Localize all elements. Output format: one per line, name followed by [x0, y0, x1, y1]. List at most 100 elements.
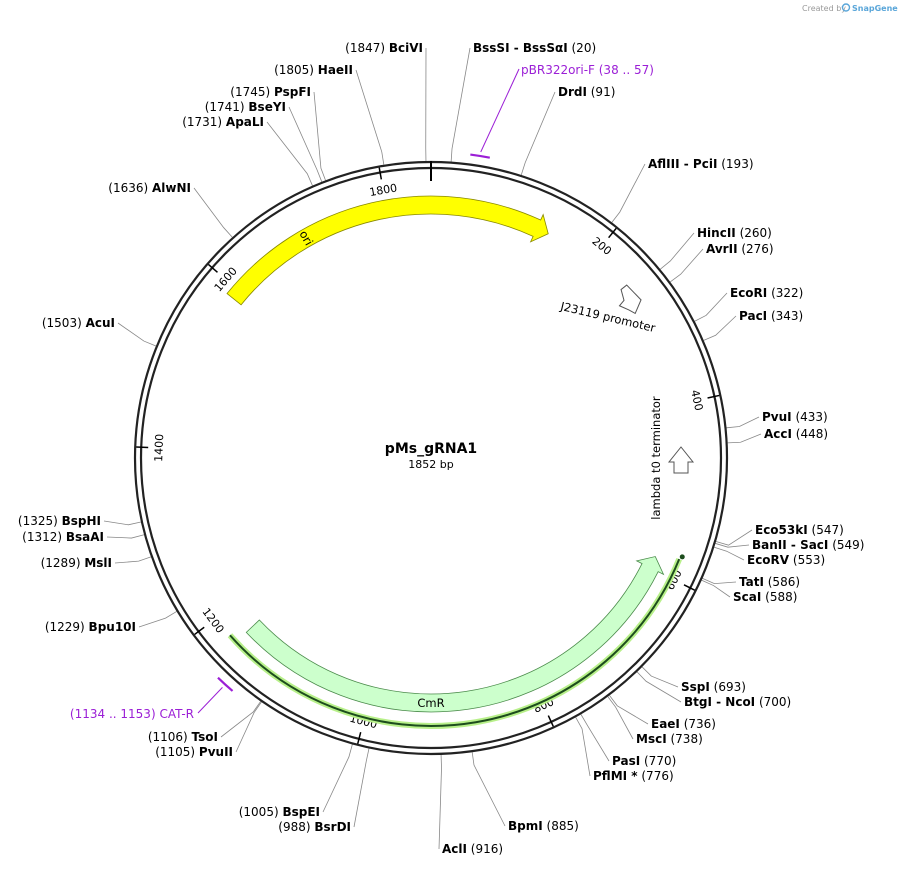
primer-cat-r-bar[interactable] — [217, 676, 234, 692]
site-label-banii[interactable]: BanII - SacI (549) — [752, 538, 864, 552]
site-label-bpu10i[interactable]: (1229) Bpu10I — [45, 620, 136, 634]
site-enzyme-name: HincII — [697, 226, 736, 240]
site-label-drdi[interactable]: DrdI (91) — [558, 85, 615, 99]
site-enzyme-name: BssSI — [473, 41, 510, 55]
site-leader-line — [669, 248, 704, 283]
site-label-ecorv[interactable]: EcoRV (553) — [747, 553, 825, 567]
site-label-acli[interactable]: AclI (916) — [442, 842, 503, 856]
site-position: (776) — [638, 769, 674, 783]
site-label-sspi[interactable]: SspI (693) — [681, 680, 746, 694]
site-label-eaei[interactable]: EaeI (736) — [651, 717, 716, 731]
site-label-pflmi[interactable]: PflMI * (776) — [593, 769, 674, 783]
site-position: (20) — [568, 41, 596, 55]
site-enzyme-name: BseYI — [248, 100, 286, 114]
site-position: (588) — [761, 590, 797, 604]
site-label-tati[interactable]: TatI (586) — [739, 575, 800, 589]
site-enzyme-name: EcoRI — [730, 286, 767, 300]
site-enzyme-name: HaeII — [318, 63, 353, 77]
snapgene-logo-icon — [841, 3, 851, 12]
site-label-pspfi[interactable]: (1745) PspFI — [230, 85, 311, 99]
site-label-bseyi[interactable]: (1741) BseYI — [205, 100, 286, 114]
scale-tick-label: 1400 — [152, 434, 166, 462]
site-leader-line — [450, 47, 471, 162]
primer-pbr322ori-f-label[interactable]: pBR322ori-F (38 .. 57) — [521, 63, 654, 77]
site-position: (343) — [767, 309, 803, 323]
site-label-apali[interactable]: (1731) ApaLI — [182, 115, 264, 129]
site-label-bcivi[interactable]: (1847) BciVI — [345, 41, 423, 55]
site-label-tsoi[interactable]: (1106) TsoI — [148, 730, 218, 744]
site-enzyme-name: PflMI * — [593, 769, 638, 783]
site-leader-line — [322, 744, 353, 813]
site-label-pvui[interactable]: PvuI (433) — [762, 410, 828, 424]
site-label-ecori[interactable]: EcoRI (322) — [730, 286, 803, 300]
site-enzyme-name: SspI — [681, 680, 710, 694]
site-enzyme-name: PvuII — [199, 745, 233, 759]
site-position: (549) — [828, 538, 864, 552]
site-leader-line — [471, 752, 506, 827]
site-label-bsphi[interactable]: (1325) BspHI — [18, 514, 101, 528]
site-label-bsaai[interactable]: (1312) BsaAI — [22, 530, 104, 544]
site-label-btgi[interactable]: BtgI - NcoI (700) — [684, 695, 791, 709]
site-enzyme-name: PciI — [693, 157, 718, 171]
site-label-bsssi[interactable]: BssSI - BssSαI (20) — [473, 41, 596, 55]
site-enzyme-name: TatI — [739, 575, 764, 589]
site-leader-line — [607, 696, 634, 740]
site-label-scai[interactable]: ScaI (588) — [733, 590, 797, 604]
site-leader-line — [288, 106, 323, 182]
site-leader-line — [103, 520, 142, 526]
site-label-acui[interactable]: (1503) AcuI — [42, 316, 115, 330]
site-label-bspei[interactable]: (1005) BspEI — [239, 805, 320, 819]
site-label-hincii[interactable]: HincII (260) — [697, 226, 772, 240]
site-position: (1636) — [108, 181, 152, 195]
site-label-haeii[interactable]: (1805) HaeII — [274, 63, 353, 77]
site-enzyme-name: NcoI — [725, 695, 755, 709]
site-enzyme-name: BanII — [752, 538, 787, 552]
feature-ori-arrow[interactable] — [226, 195, 549, 306]
site-leader-line — [520, 91, 556, 176]
site-enzyme-name: ScaI — [733, 590, 761, 604]
promoter-label: J23119 promoter — [558, 299, 657, 335]
site-position: (1741) — [205, 100, 249, 114]
site-label-eco53ki[interactable]: Eco53kI (547) — [755, 523, 844, 537]
primer-cat-r-label[interactable]: (1134 .. 1153) CAT-R — [70, 707, 194, 721]
site-label-acci[interactable]: AccI (448) — [764, 427, 828, 441]
scale-tick — [207, 263, 218, 273]
site-position: (1503) — [42, 316, 86, 330]
site-label-alwni[interactable]: (1636) AlwNI — [108, 181, 191, 195]
scale-tick — [608, 227, 617, 239]
promoter-arrow-icon[interactable] — [618, 284, 642, 315]
feature-cmr-arrow[interactable] — [245, 556, 665, 713]
terminator-arrow-icon[interactable] — [667, 446, 695, 474]
site-leader-line — [353, 748, 370, 828]
site-label-msci[interactable]: MscI (738) — [636, 732, 703, 746]
credit-brand[interactable]: SnapGene — [852, 4, 898, 13]
site-position: (770) — [640, 754, 676, 768]
primer-pbr322ori-f-bar[interactable] — [470, 153, 491, 159]
site-label-avrii[interactable]: AvrII (276) — [706, 242, 774, 256]
site-position: (885) — [543, 819, 579, 833]
site-label-pasi[interactable]: PasI (770) — [612, 754, 676, 768]
site-enzyme-name: - — [510, 41, 523, 55]
site-enzyme-name: PvuI — [762, 410, 792, 424]
site-label-bpmi[interactable]: BpmI (885) — [508, 819, 579, 833]
site-position: (1731) — [182, 115, 226, 129]
feature-cmr-label: CmR — [417, 696, 444, 710]
site-leader-line — [660, 232, 695, 270]
site-labels: (1847) BciVI BssSI - BssSαI (20) (1805) Ha… — [18, 41, 865, 856]
site-leader-line — [235, 701, 262, 753]
site-label-bsrdi[interactable]: (988) BsrDI — [278, 820, 351, 834]
site-position: (738) — [667, 732, 703, 746]
scale-tick — [194, 626, 205, 636]
site-enzyme-name: BsrDI — [314, 820, 351, 834]
plasmid-name: pMs_gRNA1 — [385, 441, 477, 457]
backbone — [133, 160, 729, 756]
scale-tick — [547, 715, 554, 727]
primer-label-part: (1134 .. 1153) — [70, 707, 160, 721]
site-enzyme-name: AvrII — [706, 242, 738, 256]
site-leader-line — [193, 187, 233, 238]
site-position: (91) — [587, 85, 615, 99]
site-label-paci[interactable]: PacI (343) — [739, 309, 803, 323]
site-label-pvuii[interactable]: (1105) PvuII — [155, 745, 233, 759]
site-label-afliii[interactable]: AflIII - PciI (193) — [648, 157, 754, 171]
site-label-msli[interactable]: (1289) MslI — [41, 556, 112, 570]
